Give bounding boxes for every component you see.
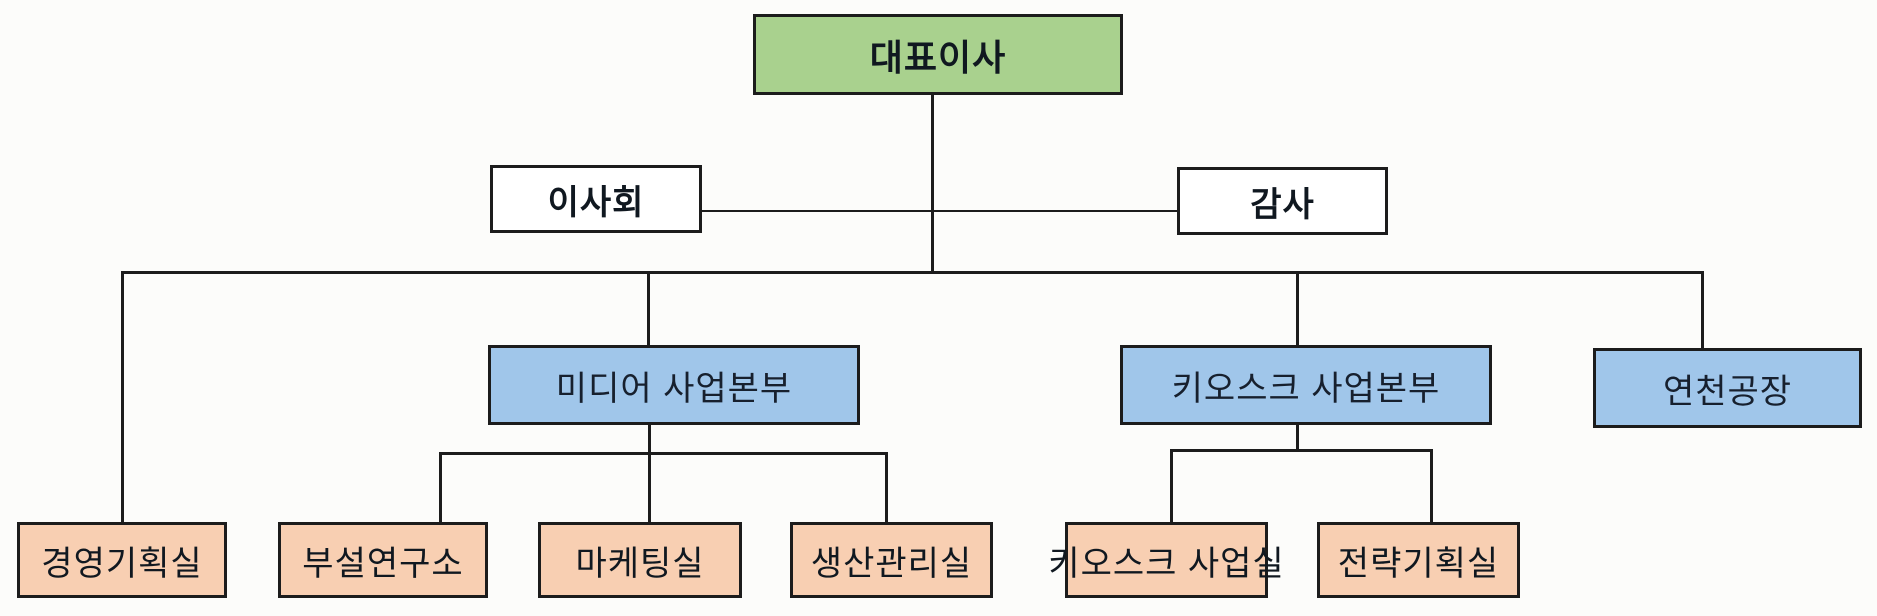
- node-label: 생산관리실: [810, 544, 973, 583]
- node-media-division: 미디어 사업본부: [488, 345, 860, 425]
- connector-bus-to-kiosk-division: [1296, 271, 1299, 345]
- connector-kiosk-sub-bus: [1170, 449, 1433, 452]
- node-ceo: 대표이사: [753, 14, 1123, 95]
- connector-to-research: [439, 452, 442, 522]
- connector-media-sub-bus: [439, 452, 888, 455]
- node-kiosk-business-office: 키오스크 사업실: [1048, 522, 1284, 598]
- node-mgmt-planning-office: 경영기획실: [17, 522, 227, 598]
- node-label: 마케팅실: [575, 544, 705, 583]
- node-label: 미디어 사업본부: [555, 369, 793, 408]
- node-board-of-directors: 이사회: [490, 165, 702, 233]
- node-research-institute: 부설연구소: [278, 522, 488, 598]
- node-label: 경영기획실: [41, 544, 203, 583]
- node-label: 이사회: [547, 183, 645, 222]
- node-auditor: 감사: [1177, 167, 1388, 235]
- connector-bus-to-mgmt-planning: [121, 271, 124, 522]
- connector-to-production: [885, 452, 888, 522]
- connector-bus-to-factory: [1701, 271, 1704, 348]
- node-strategic-planning-office: 전략기획실: [1317, 522, 1520, 598]
- node-yeoncheon-factory: 연천공장: [1593, 348, 1862, 428]
- connector-kiosk-stem: [1296, 425, 1299, 452]
- node-label: 대표이사: [869, 36, 1007, 78]
- node-production-mgmt-office: 생산관리실: [790, 522, 993, 598]
- connector-to-kiosk-office: [1170, 449, 1173, 522]
- node-label: 부설연구소: [302, 544, 464, 583]
- connector-ceo-to-bus: [931, 95, 934, 272]
- node-marketing-office: 마케팅실: [538, 522, 742, 598]
- connector-to-strategy: [1430, 449, 1433, 522]
- node-kiosk-division: 키오스크 사업본부: [1120, 345, 1492, 425]
- connector-board-auditor: [702, 210, 1177, 212]
- connector-bus-to-media-division: [647, 271, 650, 345]
- connector-main-bus: [121, 271, 1704, 274]
- node-label: 연천공장: [1662, 372, 1793, 411]
- connector-media-stem: [648, 425, 651, 522]
- node-label: 키오스크 사업실: [1048, 544, 1285, 583]
- node-label: 키오스크 사업본부: [1171, 369, 1441, 408]
- node-label: 전략기획실: [1337, 544, 1500, 583]
- node-label: 감사: [1250, 185, 1315, 224]
